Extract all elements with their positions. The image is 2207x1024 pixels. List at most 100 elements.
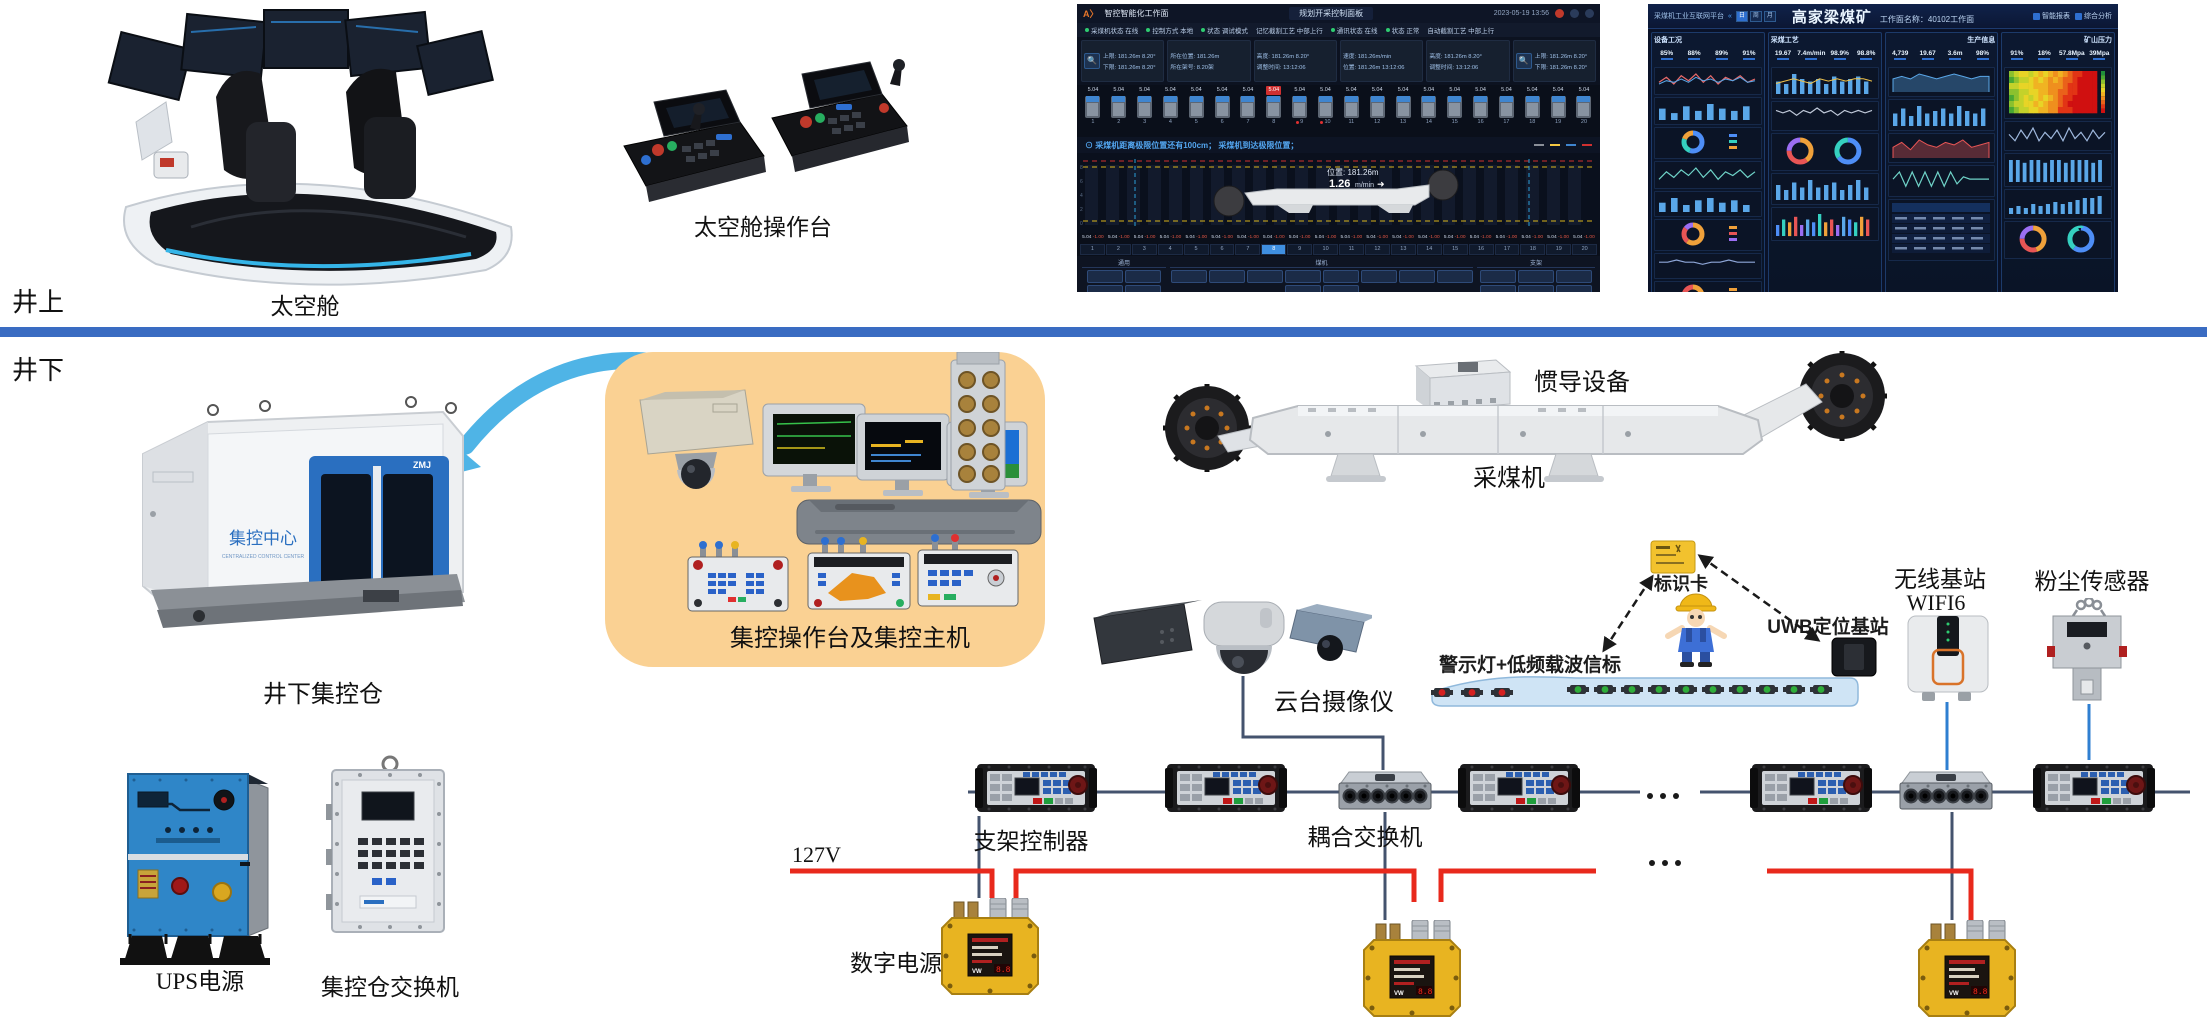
beacon-light xyxy=(1702,685,1724,694)
support-controller xyxy=(2033,758,2155,818)
info-card: 🔍上限: 181.26m 8.20°下限: 181.26m 8.20° xyxy=(1081,40,1165,82)
mini-chart xyxy=(1887,99,1996,131)
support-cell[interactable]: 8 xyxy=(1261,244,1287,255)
control-button[interactable] xyxy=(1284,270,1321,283)
period-button[interactable]: 日 xyxy=(1735,10,1748,22)
capsule-console-label: 太空舱操作台 xyxy=(694,215,832,240)
period-button[interactable]: 月 xyxy=(1763,10,1776,22)
digital-power-box: 8.8 VW xyxy=(1915,919,2019,1020)
support-cell[interactable]: 11 xyxy=(1339,244,1364,255)
coupling-switch xyxy=(1337,770,1433,814)
control-button[interactable] xyxy=(1170,270,1207,283)
support-cell[interactable]: 14 xyxy=(1416,244,1442,255)
control-button[interactable] xyxy=(1518,285,1554,292)
support-cell[interactable]: 3 xyxy=(1131,244,1157,255)
support-cell[interactable]: 1 xyxy=(1080,244,1105,255)
status-chip: 通讯状态 在线 xyxy=(1330,25,1378,35)
control-group-title: 通用 xyxy=(1082,258,1166,268)
value-cell: 5.04 -1.00 xyxy=(1107,235,1130,240)
space-capsule-illustration xyxy=(107,9,513,286)
control-button[interactable] xyxy=(1480,285,1516,292)
kpi-value: 91% xyxy=(2004,45,2029,65)
control-button[interactable] xyxy=(1436,270,1473,283)
support-cell[interactable]: 18 xyxy=(1520,244,1546,255)
user-icon[interactable] xyxy=(1570,9,1579,18)
support-cell[interactable]: 7 xyxy=(1235,244,1261,255)
mini-chart xyxy=(2004,221,2112,259)
support-cell[interactable]: 2 xyxy=(1105,244,1131,255)
panel-title: 矿山压力 xyxy=(2084,37,2112,44)
status-chip: 记忆截割工艺 中部上行 xyxy=(1255,28,1323,35)
support-cell[interactable]: 17 xyxy=(1494,244,1520,255)
support-cell[interactable]: 19 xyxy=(1546,244,1572,255)
support-cell[interactable]: 12 xyxy=(1364,244,1390,255)
value-cell: 5.04 -1.00 xyxy=(1082,235,1104,240)
control-button[interactable] xyxy=(1125,285,1161,292)
gear-icon[interactable] xyxy=(1585,9,1594,18)
control-button[interactable] xyxy=(1087,270,1123,283)
support-cell[interactable]: 5 xyxy=(1183,244,1209,255)
support-cell[interactable]: 13 xyxy=(1390,244,1416,255)
support-cell[interactable]: 6 xyxy=(1209,244,1235,255)
info-card: 高度: 181.26m 8.20°调整时间: 13:12:06 xyxy=(1253,40,1337,82)
control-button[interactable] xyxy=(1480,270,1516,283)
alarm-icon[interactable] xyxy=(1555,9,1564,18)
value-cell: 5.04 -1.00 xyxy=(1159,235,1182,240)
value-cell: 5.04 -1.00 xyxy=(1547,235,1569,240)
control-button[interactable] xyxy=(1322,285,1359,292)
control-button[interactable] xyxy=(1087,285,1123,292)
header-chip[interactable]: 智能报表 xyxy=(2033,11,2070,21)
hmi-nav-select[interactable]: 规划开采控制面板 xyxy=(1289,7,1374,20)
control-button[interactable] xyxy=(1556,285,1592,292)
control-button[interactable] xyxy=(1360,270,1397,283)
control-button[interactable] xyxy=(1398,270,1435,283)
support-cell[interactable]: 15 xyxy=(1442,244,1468,255)
bigdata-header: 采煤机工业互联网平台 « 日周月 高家梁煤矿 工作面名称：40102工作面 智能… xyxy=(1648,4,2118,29)
control-button[interactable] xyxy=(1125,270,1161,283)
support-cell[interactable]: 20 xyxy=(1572,244,1598,255)
control-button[interactable] xyxy=(1284,285,1321,292)
mini-chart xyxy=(1654,67,1762,95)
support-cell[interactable]: 16 xyxy=(1468,244,1494,255)
control-button[interactable] xyxy=(1322,270,1359,283)
control-button[interactable] xyxy=(1518,270,1554,283)
surface-underground-divider xyxy=(0,327,2207,337)
period-button[interactable]: 周 xyxy=(1749,10,1762,22)
control-button[interactable] xyxy=(1556,270,1592,283)
support-cell[interactable]: 4 xyxy=(1157,244,1183,255)
svg-text:CENTRALIZED CONTROL CENTER: CENTRALIZED CONTROL CENTER xyxy=(222,554,305,560)
kpi-value: 98% xyxy=(1970,45,1995,65)
mini-chart xyxy=(1654,281,1762,292)
header-chip[interactable]: 综合分析 xyxy=(2075,11,2112,21)
support-cell[interactable]: 10 xyxy=(1313,244,1339,255)
svg-text:8.8: 8.8 xyxy=(1418,988,1433,997)
svg-text:8.8: 8.8 xyxy=(1973,988,1988,997)
control-button[interactable] xyxy=(1246,270,1283,283)
collapse-icon[interactable]: « xyxy=(1728,12,1732,20)
control-button[interactable] xyxy=(1208,270,1245,283)
support-cell[interactable]: 9 xyxy=(1287,244,1313,255)
voltage-label: 127V xyxy=(792,842,841,867)
